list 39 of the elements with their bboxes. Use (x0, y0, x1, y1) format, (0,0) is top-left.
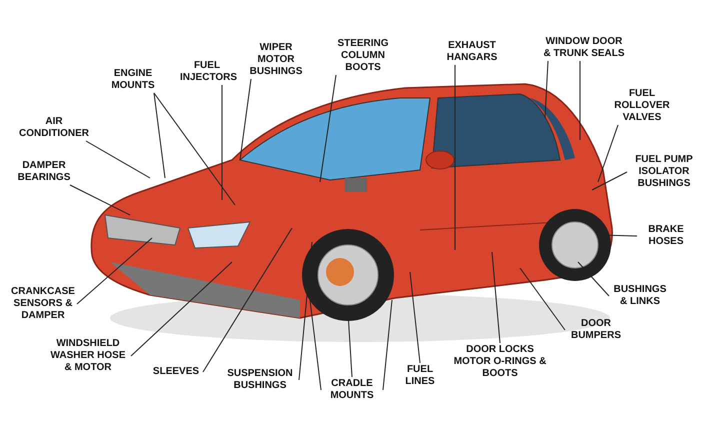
part-label: CRADLE MOUNTS (322, 378, 382, 402)
part-label: AIR CONDITIONER (16, 116, 92, 140)
leader-line (76, 238, 152, 304)
part-label: WIPER MOTOR BUSHINGS (245, 42, 307, 78)
part-label: WINDOW DOOR & TRUNK SEALS (542, 36, 626, 60)
leader-line (320, 74, 336, 182)
leader-line (578, 262, 610, 296)
leader-line (382, 300, 392, 390)
part-label: BRAKE HOSES (638, 224, 694, 248)
leader-line (310, 300, 322, 390)
part-label: WINDSHIELD WASHER HOSE & MOTOR (46, 338, 130, 374)
leader-line (298, 242, 312, 380)
leader-line (202, 228, 292, 372)
leader-line (598, 124, 618, 182)
leader-line (70, 184, 130, 216)
leader-line (544, 60, 548, 118)
part-label: SLEEVES (150, 366, 202, 378)
leader-line (154, 92, 166, 178)
part-label: FUEL PUMP ISOLATOR BUSHINGS (628, 154, 700, 190)
part-label: EXHAUST HANGARS (443, 40, 501, 64)
leader-line (492, 252, 500, 344)
leader-line (592, 172, 628, 190)
leader-line (130, 262, 232, 356)
leader-line (240, 78, 252, 160)
part-label: BUSHINGS & LINKS (610, 284, 670, 308)
part-label: DOOR LOCKS MOTOR O-RINGS & BOOTS (452, 344, 548, 380)
leader-line (410, 272, 420, 364)
part-label: DOOR BUMPERS (566, 318, 626, 342)
part-label: FUEL ROLLOVER VALVES (612, 88, 672, 124)
part-label: CRANKCASE SENSORS & DAMPER (10, 286, 76, 322)
leader-line (86, 140, 150, 178)
part-label: STEERING COLUMN BOOTS (330, 38, 396, 74)
part-label: DAMPER BEARINGS (12, 160, 76, 184)
part-label: FUEL LINES (398, 364, 442, 388)
part-label: ENGINE MOUNTS (106, 68, 160, 92)
leader-line (520, 268, 566, 330)
leader-line (154, 92, 236, 206)
part-label: SUSPENSION BUSHINGS (222, 368, 298, 392)
leader-line (454, 64, 456, 250)
